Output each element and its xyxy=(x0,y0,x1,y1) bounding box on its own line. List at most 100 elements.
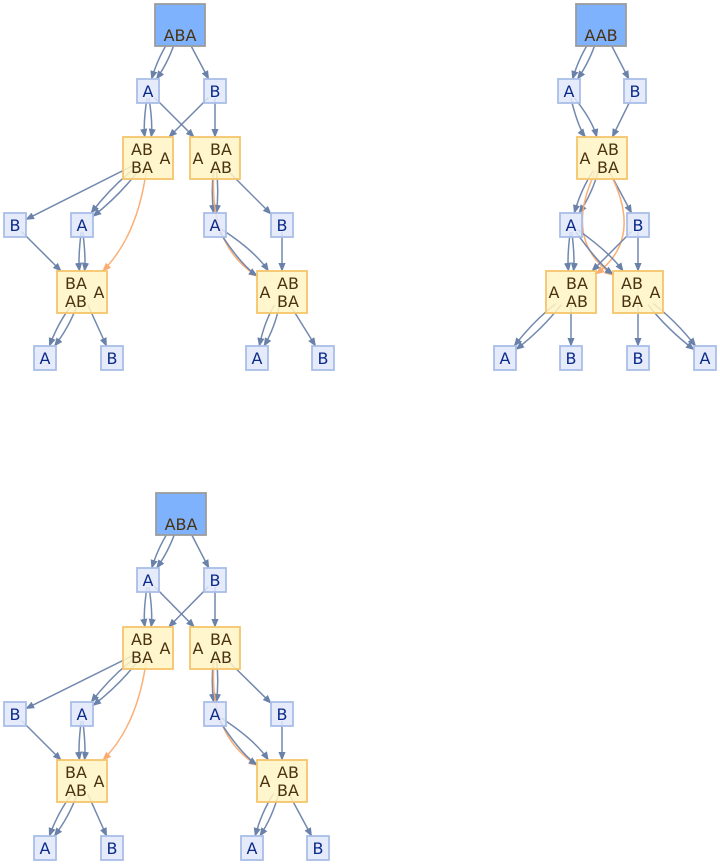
letter-node-b4[interactable]: B xyxy=(626,345,650,371)
letter-node-a2[interactable]: A xyxy=(559,212,583,238)
letter-node-box xyxy=(33,345,57,371)
letter-node-b2[interactable]: B xyxy=(3,212,27,238)
state-side-letter: A xyxy=(160,149,171,168)
state-node-box xyxy=(122,136,174,180)
root-label: ABA xyxy=(165,515,198,534)
state-side-letter: A xyxy=(580,149,591,168)
letter-node-a3[interactable]: A xyxy=(203,212,227,238)
letter-node-box xyxy=(693,345,717,371)
state-line-bottom: AB xyxy=(65,292,87,311)
letter-node-box xyxy=(70,212,94,238)
letter-node-box xyxy=(623,78,647,104)
state-line-bottom: AB xyxy=(210,648,232,667)
special-edge-s1-to-s3 xyxy=(102,170,148,272)
letter-node-b1[interactable]: B xyxy=(623,78,647,104)
state-node-box xyxy=(545,270,597,314)
letter-label: B xyxy=(107,349,118,368)
letter-label: B xyxy=(313,839,324,858)
letter-label: B xyxy=(566,349,577,368)
letter-node-b2[interactable]: B xyxy=(626,212,650,238)
root-label: ABA xyxy=(164,26,197,45)
state-node-box xyxy=(256,270,308,314)
edge-b2-to-s2 xyxy=(591,231,632,272)
state-side-letter: A xyxy=(260,772,271,791)
letter-node-a2[interactable]: A xyxy=(70,212,94,238)
edge-a2-to-s2 xyxy=(563,232,572,272)
letter-label: B xyxy=(318,349,329,368)
letter-node-a5[interactable]: A xyxy=(240,835,264,861)
letter-node-a4[interactable]: A xyxy=(33,835,57,861)
state-node-box xyxy=(612,270,664,314)
letter-node-b3[interactable]: B xyxy=(559,345,583,371)
letter-label: B xyxy=(107,839,118,858)
letter-node-b5[interactable]: B xyxy=(311,345,335,371)
letter-node-box xyxy=(203,567,227,593)
state-side-letter: A xyxy=(193,639,204,658)
edge-a3-to-s4 xyxy=(221,228,269,272)
letter-node-a4[interactable]: A xyxy=(33,345,57,371)
edge-b2-to-s3 xyxy=(21,231,62,272)
letter-node-box xyxy=(559,212,583,238)
letter-node-box xyxy=(33,835,57,861)
letter-node-a1[interactable]: A xyxy=(136,567,160,593)
state-side-letter: A xyxy=(94,772,105,791)
letter-node-b3[interactable]: B xyxy=(270,701,294,727)
state-line-bottom: BA xyxy=(621,292,643,311)
root-node-box xyxy=(154,3,206,47)
letter-label: A xyxy=(252,349,263,368)
state-line-top: BA xyxy=(65,763,87,782)
letter-label: A xyxy=(210,705,221,724)
letter-node-b5[interactable]: B xyxy=(306,835,330,861)
letter-node-b1[interactable]: B xyxy=(203,567,227,593)
root-node-root[interactable]: ABA xyxy=(154,3,206,47)
state-line-top: AB xyxy=(131,140,153,159)
letter-node-box xyxy=(306,835,330,861)
state-line-top: BA xyxy=(65,274,87,293)
letter-node-b4[interactable]: B xyxy=(100,835,124,861)
edge-a3-to-s4 xyxy=(219,720,258,766)
edge-a1-to-s1 xyxy=(574,97,599,138)
letter-label: A xyxy=(40,349,51,368)
letter-node-a5[interactable]: A xyxy=(245,345,269,371)
state-line-bottom: BA xyxy=(277,292,299,311)
letter-node-a3[interactable]: A xyxy=(203,701,227,727)
letter-node-a2[interactable]: A xyxy=(70,701,94,727)
letter-node-b3[interactable]: B xyxy=(270,212,294,238)
letter-label: A xyxy=(143,82,154,101)
letter-node-a3[interactable]: A xyxy=(493,345,517,371)
letter-node-box xyxy=(3,701,27,727)
root-node-box xyxy=(155,492,207,536)
state-line-top: AB xyxy=(597,140,619,159)
letter-node-box xyxy=(270,212,294,238)
letter-node-box xyxy=(136,78,160,104)
letter-node-a1[interactable]: A xyxy=(557,78,581,104)
letter-node-b2[interactable]: B xyxy=(3,701,27,727)
letter-node-box xyxy=(70,701,94,727)
state-side-letter: A xyxy=(160,639,171,658)
state-line-bottom: BA xyxy=(131,158,153,177)
letter-node-box xyxy=(100,345,124,371)
letter-node-a4[interactable]: A xyxy=(693,345,717,371)
letter-node-a1[interactable]: A xyxy=(136,78,160,104)
edge-a1-to-s1 xyxy=(140,587,148,628)
state-node-box xyxy=(56,270,108,314)
letter-node-b1[interactable]: B xyxy=(203,78,227,104)
letter-node-b4[interactable]: B xyxy=(100,345,124,371)
letter-label: B xyxy=(277,216,288,235)
root-node-root[interactable]: AAB xyxy=(575,3,627,47)
root-node-root[interactable]: ABA xyxy=(155,492,207,536)
